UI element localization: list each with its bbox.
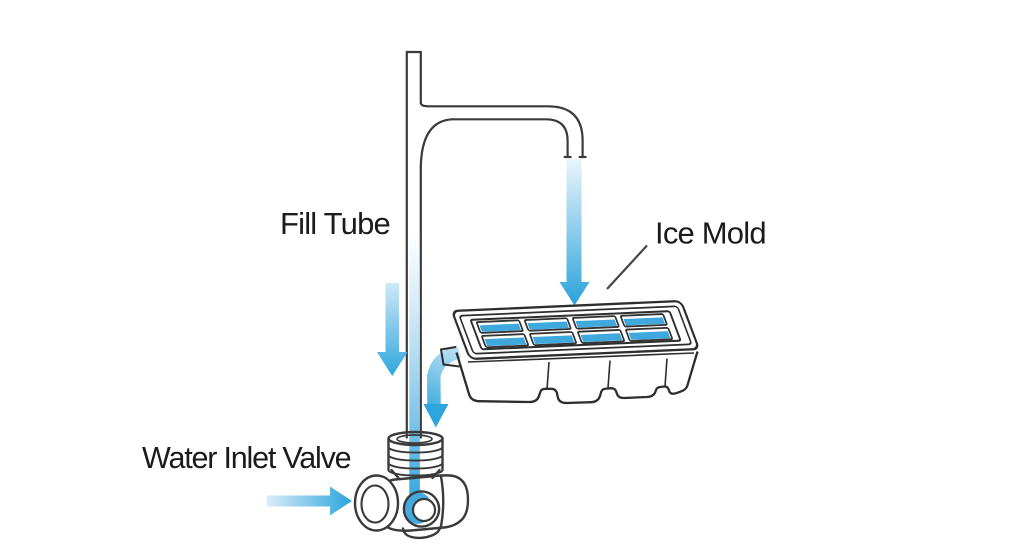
tray-rim-inner-line: [459, 305, 692, 355]
valve-port-outer: [402, 490, 441, 528]
fill-tube: [405, 50, 587, 439]
spout-outer-wall: [419, 101, 584, 159]
valve-neck-left: [390, 468, 400, 480]
ice-cell: [481, 333, 529, 349]
spout-inner-wall: [450, 118, 569, 159]
fill-tube-flow-arrow: [377, 283, 408, 376]
flow-arrows: [267, 159, 590, 516]
valve-bottom-stub: [401, 526, 442, 540]
valve-collar: [387, 430, 444, 480]
tray-to-valve-arrow: [423, 345, 462, 428]
tray-lobe-dividers: [546, 358, 668, 390]
ice-cell: [529, 331, 577, 347]
valve-neck-right: [431, 468, 441, 480]
ice-cell: [625, 326, 673, 342]
ice-mold-label-group: Ice Mold: [606, 216, 767, 290]
ice-cell: [475, 319, 524, 334]
tray-body: [455, 351, 699, 405]
ice-cell: [523, 317, 572, 332]
ice-cell: [577, 329, 625, 344]
tray-ledge-line: [467, 352, 695, 363]
water-inlet-valve: [353, 430, 470, 540]
spout-stream-arrow: [559, 159, 590, 306]
fill-tube-water-column: [409, 232, 420, 498]
valve-coupling-inner: [360, 484, 390, 524]
ice-cell: [619, 313, 668, 328]
ice-cell: [571, 315, 620, 330]
tray-side-tab: [439, 346, 460, 368]
spout-inner-fillet: [419, 118, 454, 168]
valve-right-seam: [439, 475, 445, 528]
tray-grid-frame: [470, 310, 682, 351]
water-inlet-valve-label: Water Inlet Valve: [142, 441, 351, 475]
valve-port-inner: [411, 497, 437, 523]
ice-mold-leader-line: [606, 244, 648, 290]
ice-mold-tray: [439, 300, 699, 405]
water-inlet-arrow: [267, 486, 352, 516]
valve-collar-opening: [396, 434, 433, 444]
ice-mold-cells: [475, 313, 673, 349]
fill-tube-label: Fill Tube: [280, 206, 390, 241]
tray-rim: [452, 300, 699, 360]
ice-mold-label: Ice Mold: [655, 216, 766, 251]
